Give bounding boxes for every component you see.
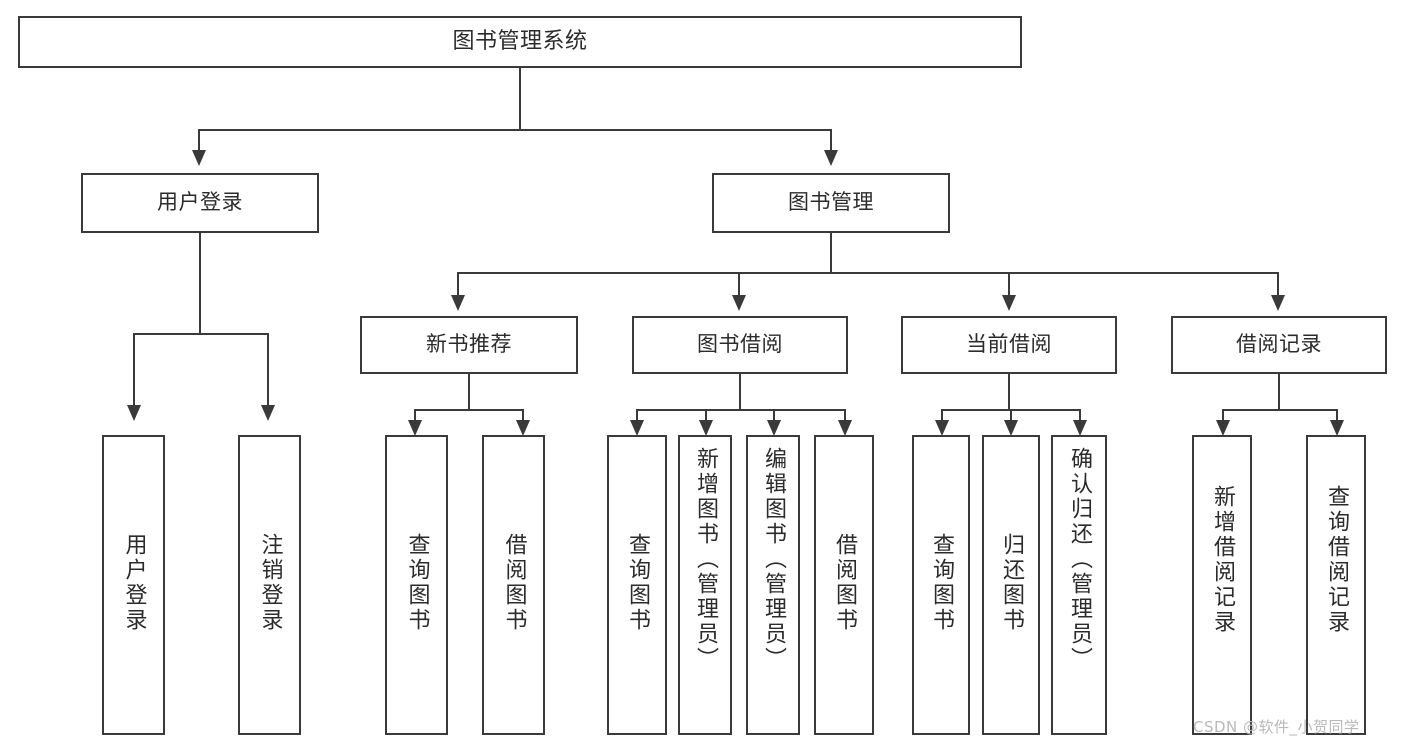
node-label: 编辑图书（管理员） [761,447,786,672]
node-label: 新增图书（管理员） [693,447,718,672]
connector-borrow-record-stem [1278,374,1280,410]
node-label: 当前借阅 [966,332,1052,357]
node-label: 借阅图书 [501,533,527,633]
node-label: 图书借阅 [697,332,783,357]
connector-book-manage-to-current-borrow [1008,272,1010,296]
arrow-book-borrow-to-leaf-4 [838,420,852,436]
node-label: 确认归还（管理员） [1067,447,1092,672]
arrow-root-to-book-manage [824,150,838,166]
arrow-borrow-record-to-leaf-1 [1216,420,1230,436]
node-user-login[interactable]: 用户登录 [81,173,319,233]
arrow-root-to-user-login [192,150,206,166]
leaf-book-borrow-add-book[interactable]: 新增图书（管理员） [678,435,732,735]
leaf-borrow-record-add-record[interactable]: 新增借阅记录 [1192,435,1252,735]
arrow-book-manage-to-borrow-record [1271,295,1285,311]
node-label: 借阅记录 [1236,332,1322,357]
node-label: 图书管理系统 [452,28,588,54]
leaf-book-borrow-query-book[interactable]: 查询图书 [607,435,667,735]
leaf-current-borrow-return-book[interactable]: 归还图书 [982,435,1040,735]
connector-borrow-record-bar [1222,409,1337,411]
leaf-user-login-logout[interactable]: 注销登录 [238,435,301,735]
leaf-borrow-record-query-record[interactable]: 查询借阅记录 [1306,435,1366,735]
arrow-user-login-to-leaf-1 [127,405,141,421]
node-label: 查询图书 [625,533,650,633]
connector-root-to-user-login [198,129,200,151]
connector-book-manage-stem [830,233,832,273]
connector-book-borrow-to-leaf-3 [773,409,775,421]
connector-new-book-stem [468,374,470,410]
node-label: 归还图书 [999,533,1024,633]
connector-book-borrow-stem [739,374,741,410]
node-new-book-recommend[interactable]: 新书推荐 [360,316,578,374]
arrow-borrow-record-to-leaf-2 [1330,420,1344,436]
arrow-new-book-to-leaf-2 [516,420,530,436]
connector-book-manage-to-borrow-record [1277,272,1279,296]
connector-user-login-stem [199,233,201,334]
connector-book-manage-bar [457,272,1279,274]
connector-current-borrow-stem [1008,374,1010,410]
arrow-new-book-to-leaf-1 [408,420,422,436]
node-root-system[interactable]: 图书管理系统 [18,16,1022,68]
connector-book-borrow-to-leaf-1 [636,409,638,421]
node-label: 图书管理 [788,190,874,215]
connector-root-to-book-manage [830,129,832,151]
node-current-borrow[interactable]: 当前借阅 [901,316,1117,374]
connector-current-borrow-to-leaf-1 [941,409,943,421]
arrow-book-manage-to-book-borrow [732,295,746,311]
connector-new-book-bar [414,409,524,411]
csdn-watermark: CSDN @软件_小贺同学 [1193,718,1360,736]
node-book-management[interactable]: 图书管理 [712,173,950,233]
connector-borrow-record-to-leaf-1 [1222,409,1224,421]
connector-new-book-to-leaf-2 [522,409,524,421]
node-borrow-record[interactable]: 借阅记录 [1171,316,1387,374]
leaf-current-borrow-query-book[interactable]: 查询图书 [912,435,970,735]
node-book-borrow[interactable]: 图书借阅 [632,316,848,374]
node-label: 注销登录 [257,533,283,633]
leaf-book-borrow-borrow-book[interactable]: 借阅图书 [814,435,874,735]
node-label: 用户登录 [121,533,147,633]
connector-current-borrow-to-leaf-2 [1010,409,1012,421]
node-label: 新书推荐 [426,332,512,357]
connector-current-borrow-to-leaf-3 [1079,409,1081,421]
connector-book-borrow-to-leaf-2 [705,409,707,421]
leaf-new-book-borrow-book[interactable]: 借阅图书 [482,435,545,735]
node-label: 新增借阅记录 [1210,485,1235,635]
connector-root-stem [519,68,521,130]
leaf-new-book-query-book[interactable]: 查询图书 [385,435,448,735]
arrow-current-borrow-to-leaf-3 [1073,420,1087,436]
connector-borrow-record-to-leaf-2 [1336,409,1338,421]
connector-book-manage-to-book-borrow [738,272,740,296]
arrow-book-manage-to-current-borrow [1002,295,1016,311]
node-label: 查询图书 [404,533,430,633]
connector-user-login-to-leaf-1 [133,333,135,406]
connector-user-login-to-leaf-2 [267,333,269,406]
node-label: 查询图书 [929,533,954,633]
leaf-book-borrow-edit-book[interactable]: 编辑图书（管理员） [746,435,800,735]
connector-new-book-to-leaf-1 [414,409,416,421]
arrow-book-borrow-to-leaf-3 [767,420,781,436]
arrow-book-manage-to-new-book [451,295,465,311]
arrow-user-login-to-leaf-2 [261,405,275,421]
arrow-book-borrow-to-leaf-2 [699,420,713,436]
connector-root-bar [198,129,832,131]
node-label: 借阅图书 [832,533,857,633]
arrow-current-borrow-to-leaf-1 [935,420,949,436]
node-label: 用户登录 [157,190,243,215]
connector-user-login-bar [133,333,268,335]
leaf-current-borrow-confirm-return[interactable]: 确认归还（管理员） [1051,435,1107,735]
leaf-user-login-login[interactable]: 用户登录 [102,435,165,735]
connector-book-borrow-bar [636,409,846,411]
node-label: 查询借阅记录 [1324,485,1349,635]
connector-book-manage-to-new-book [457,272,459,296]
connector-book-borrow-to-leaf-4 [844,409,846,421]
arrow-current-borrow-to-leaf-2 [1004,420,1018,436]
arrow-book-borrow-to-leaf-1 [630,420,644,436]
